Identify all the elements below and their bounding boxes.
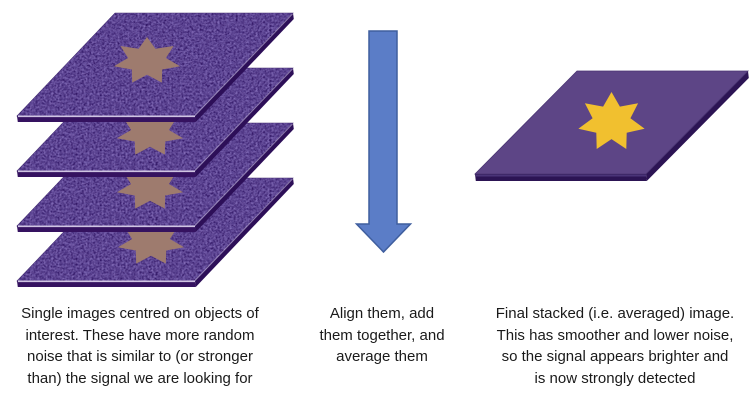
plane-side-edge — [195, 68, 294, 177]
plane-edge-highlight — [194, 13, 293, 117]
plane-front-edge — [17, 116, 196, 122]
noisy-image-plane-1 — [16, 12, 294, 122]
bright-star-icon — [578, 92, 645, 149]
plane-edge-highlight — [194, 178, 293, 282]
plane-edge-highlight — [194, 68, 293, 172]
plane-edge-highlight — [194, 123, 293, 227]
caption-align-average: Align them, add them together, and avera… — [319, 305, 445, 365]
faint-star-icon — [113, 37, 181, 83]
caption-final-stacked: Final stacked (i.e. averaged) image. Thi… — [495, 305, 735, 387]
plane-front-edge — [17, 171, 196, 177]
plane-front-edge — [17, 226, 196, 232]
plane-side-edge — [195, 123, 294, 232]
plane-side-edge — [195, 13, 294, 122]
stacked-result-plane — [474, 70, 749, 181]
caption-single-images: Single images centred on objects of inte… — [21, 305, 259, 387]
plane-front-edge — [17, 281, 196, 287]
down-arrow — [354, 30, 413, 254]
plane-side-edge — [195, 178, 294, 287]
result-plane-side-edge — [646, 71, 749, 181]
stacking-diagram-graphic — [16, 12, 749, 287]
